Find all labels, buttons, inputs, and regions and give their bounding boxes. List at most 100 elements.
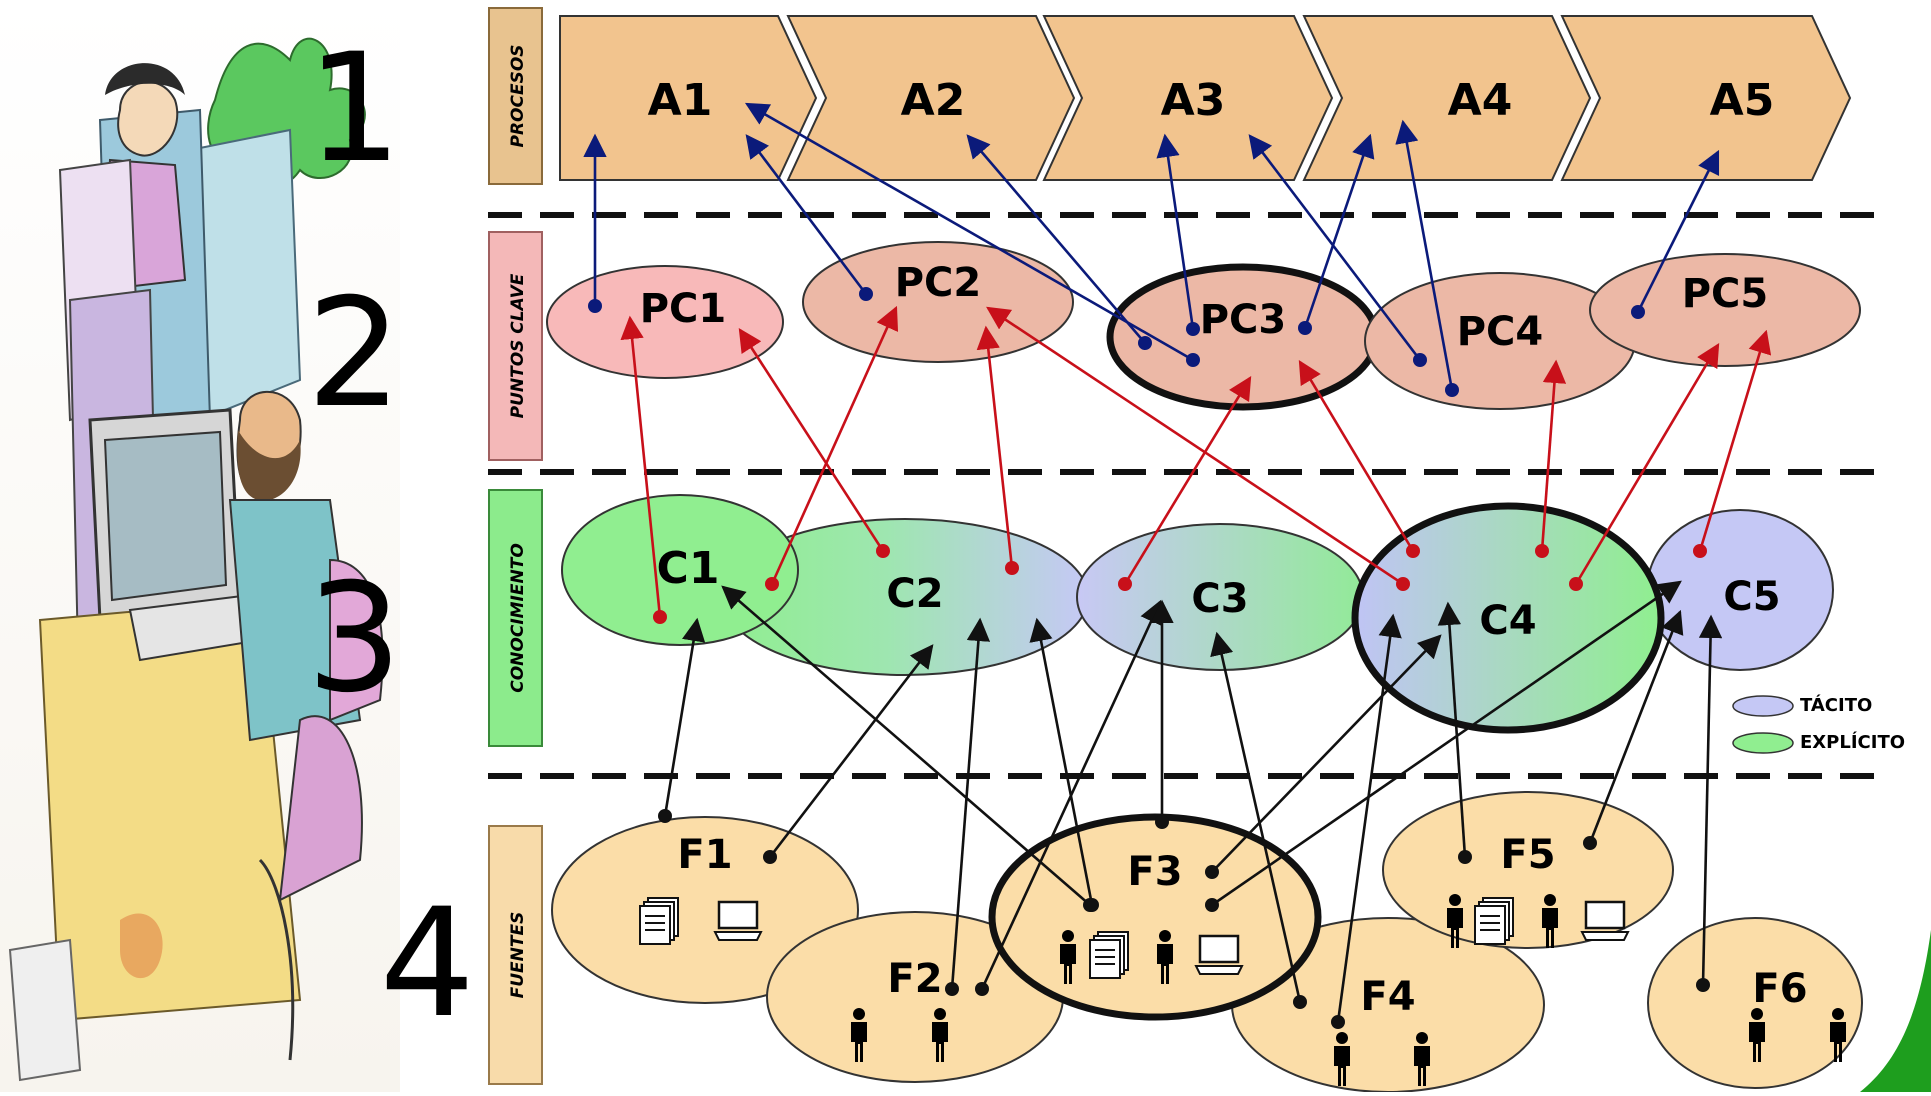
svg-text:F1: F1	[677, 832, 732, 878]
proceso-a1: A1	[559, 15, 818, 181]
punto-clave-pc4: PC4	[1364, 272, 1636, 410]
fuente-f1: F1	[551, 816, 859, 1004]
connector-black-arrow	[1336, 613, 1402, 1023]
person-icon	[1157, 930, 1173, 984]
level-number-4: 4	[380, 877, 475, 1051]
connector-blue-dot	[1413, 353, 1427, 367]
connector-red-arrow	[1698, 329, 1772, 552]
connector-black-arrow	[1211, 580, 1682, 907]
connector-black-dot	[1696, 978, 1710, 992]
connector-red-arrow	[738, 328, 885, 552]
connector-red-dot	[1406, 544, 1420, 558]
band-fuentes	[488, 825, 543, 1085]
punto-clave-pc3: PC3	[1106, 263, 1380, 411]
connector-black-arrow	[980, 599, 1162, 990]
svg-text:PC2: PC2	[895, 260, 982, 306]
person-icon	[1447, 894, 1463, 948]
fuente-f5: F5	[1382, 791, 1674, 949]
laptop-icon	[1580, 900, 1630, 941]
connector-black-dot	[1293, 995, 1307, 1009]
connector-blue-arrow	[744, 102, 1194, 362]
connector-blue-arrow	[966, 134, 1146, 344]
level-separators	[488, 212, 1880, 779]
person-icon	[1334, 1032, 1350, 1086]
punto-clave-pc2: PC2	[802, 241, 1074, 363]
svg-text:C5: C5	[1723, 574, 1780, 620]
connector-blue-dot	[1186, 353, 1200, 367]
svg-text:F2: F2	[887, 956, 942, 1002]
band-label-procesos: PROCESOS	[508, 44, 528, 147]
connector-blue-arrow	[1395, 119, 1454, 391]
connector-red-arrow	[1574, 342, 1720, 585]
legend-swatch-tacito	[1732, 695, 1794, 717]
connector-red-dot	[1569, 577, 1583, 591]
band-label-conocimiento: CONOCIMIENTO	[508, 543, 528, 693]
svg-text:C4: C4	[1479, 598, 1536, 644]
svg-text:C1: C1	[657, 543, 720, 594]
connector-black-arrow	[721, 585, 1091, 906]
svg-text:PC4: PC4	[1457, 309, 1544, 355]
svg-text:F5: F5	[1500, 832, 1555, 878]
connector-blue-dot	[1445, 383, 1459, 397]
connector-red-arrow	[1123, 375, 1252, 585]
connector-black-dot	[1458, 850, 1472, 864]
connector-blue-arrow	[1303, 133, 1375, 329]
fuente-f3: F3	[988, 813, 1322, 1021]
proceso-a4: A4	[1302, 15, 1592, 181]
connector-red-dot	[1396, 577, 1410, 591]
connector-black-dot	[1085, 898, 1099, 912]
proceso-a3: A3	[1042, 15, 1334, 181]
svg-text:F6: F6	[1752, 966, 1807, 1012]
level-number-3: 3	[307, 552, 402, 726]
connector-black-arrow	[663, 617, 706, 817]
connector-red-arrow	[770, 305, 899, 585]
connector-blue-arrow	[1636, 149, 1720, 313]
connector-red-arrow	[620, 315, 662, 618]
connector-blue-dot	[588, 299, 602, 313]
band-label-puntos-clave: PUNTOS CLAVE	[508, 273, 528, 418]
band-puntos-clave	[488, 231, 543, 461]
svg-text:A3: A3	[1161, 75, 1226, 126]
connector-red-dot	[1693, 544, 1707, 558]
connector-black-arrow	[1029, 617, 1094, 906]
person-icon	[1542, 894, 1558, 948]
level-number-2: 2	[307, 267, 402, 441]
svg-text:PC5: PC5	[1682, 271, 1769, 317]
connector-black-dot	[763, 850, 777, 864]
level-number-1: 1	[307, 22, 402, 196]
level-3: 3 CONOCIMIENTO	[307, 489, 543, 747]
fuentes-row: F1 F2 F4 F3	[551, 791, 1863, 1093]
connector-blue-arrow	[745, 134, 868, 295]
band-conocimiento	[488, 489, 543, 747]
person-icon	[1060, 930, 1076, 984]
connector-red-arrow	[986, 306, 1404, 586]
svg-text:PC3: PC3	[1200, 297, 1287, 343]
person-icon	[1414, 1032, 1430, 1086]
connector-black-arrow	[768, 644, 934, 858]
document-stack-icon	[1474, 897, 1514, 945]
document-stack-icon	[639, 897, 679, 945]
connector-black-arrow	[1437, 601, 1467, 858]
svg-text:A2: A2	[901, 75, 966, 126]
conocimiento-c4: C4	[1351, 502, 1665, 734]
proceso-a5: A5	[1560, 15, 1852, 181]
connector-black-arrow	[950, 617, 991, 990]
connector-black-dot	[945, 982, 959, 996]
fuente-f4: F4	[1231, 917, 1545, 1093]
connector-blue-dot	[1298, 321, 1312, 335]
connector-blue-dot	[1631, 305, 1645, 319]
conocimiento-c5: C5	[1646, 509, 1834, 671]
level-1: 1 PROCESOS	[307, 7, 543, 196]
band-label-fuentes: FUENTES	[508, 912, 528, 999]
connector-black-dot	[658, 809, 672, 823]
connector-black-arrow	[1211, 634, 1442, 873]
laptop-icon	[713, 900, 763, 941]
proceso-a2: A2	[786, 15, 1076, 181]
connector-red-arrow	[976, 325, 1014, 569]
legend-swatch-explicito	[1732, 732, 1794, 754]
connector-red-dot	[876, 544, 890, 558]
person-icon	[851, 1008, 867, 1062]
svg-text:F4: F4	[1360, 974, 1415, 1020]
punto-clave-pc5: PC5	[1589, 253, 1861, 367]
connector-red-dot	[653, 610, 667, 624]
